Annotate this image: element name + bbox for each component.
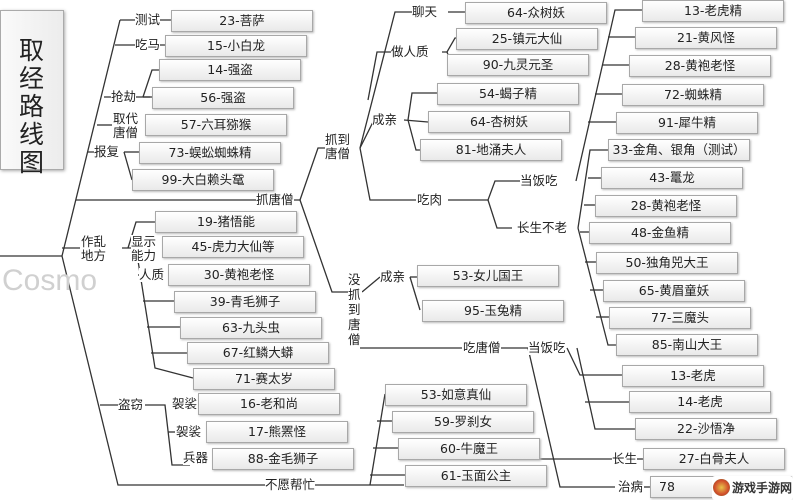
branch-label: 兵器 <box>183 450 209 465</box>
branch-label: 显示能力 <box>131 235 159 263</box>
node-box[interactable]: 73-蜈蚣蜘蛛精 <box>139 142 281 164</box>
branch-label: 吃肉 <box>417 192 443 207</box>
node-box[interactable]: 21-黄风怪 <box>635 27 777 49</box>
node-box[interactable]: 57-六耳猕猴 <box>145 114 287 136</box>
branch-label: 抓唐僧 <box>256 192 294 207</box>
node-box[interactable]: 45-虎力大仙等 <box>162 236 304 258</box>
branch-label: 长生 <box>612 451 638 466</box>
node-box[interactable]: 43-鼍龙 <box>601 167 743 189</box>
branch-label: 人质 <box>139 267 165 282</box>
node-box[interactable]: 48-金鱼精 <box>589 222 731 244</box>
node-box[interactable]: 99-大白赖头鼋 <box>132 169 274 191</box>
node-box[interactable]: 85-南山大王 <box>616 334 758 356</box>
watermark: Cosmo <box>2 264 98 297</box>
node-box[interactable]: 63-九头虫 <box>180 317 322 339</box>
branch-label: 袈裟 <box>172 396 198 411</box>
node-box[interactable]: 33-金角、银角（测试） <box>608 139 750 161</box>
logo-icon <box>713 479 730 496</box>
node-box[interactable]: 25-镇元大仙 <box>456 28 598 50</box>
logo-text: 游戏手游网 <box>732 481 793 495</box>
node-box[interactable]: 15-小白龙 <box>165 35 307 57</box>
branch-label: 盗窃 <box>118 397 144 412</box>
node-box[interactable]: 64-杏树妖 <box>428 111 570 133</box>
node-box[interactable]: 61-玉面公主 <box>405 465 547 487</box>
node-box[interactable]: 39-青毛狮子 <box>174 291 316 313</box>
branch-label: 报复 <box>94 144 120 159</box>
node-box[interactable]: 19-猪悟能 <box>155 211 297 233</box>
node-box[interactable]: 88-金毛狮子 <box>212 448 354 470</box>
branch-label: 成亲 <box>380 269 406 284</box>
node-box[interactable]: 54-蝎子精 <box>437 83 579 105</box>
site-logo: 游戏手游网 <box>712 476 793 500</box>
node-box[interactable]: 14-老虎 <box>629 391 771 413</box>
branch-label: 没抓到唐僧 <box>348 272 362 347</box>
node-box[interactable]: 65-黄眉童妖 <box>603 280 745 302</box>
branch-label: 成亲 <box>372 112 398 127</box>
node-box[interactable]: 17-熊罴怪 <box>206 421 348 443</box>
node-box[interactable]: 71-赛太岁 <box>193 368 335 390</box>
node-box[interactable]: 16-老和尚 <box>198 393 340 415</box>
node-box[interactable]: 13-老虎精 <box>642 0 784 22</box>
node-box[interactable]: 59-罗刹女 <box>392 411 534 433</box>
node-box[interactable]: 56-强盗 <box>152 87 294 109</box>
node-box[interactable]: 95-玉兔精 <box>422 300 564 322</box>
node-box[interactable]: 53-女儿国王 <box>417 265 559 287</box>
node-box[interactable]: 23-菩萨 <box>171 10 313 32</box>
branch-label: 聊天 <box>412 4 438 19</box>
node-box[interactable]: 91-犀牛精 <box>616 112 758 134</box>
node-box[interactable]: 90-九灵元圣 <box>447 54 589 76</box>
node-box[interactable]: 81-地涌夫人 <box>420 139 562 161</box>
node-box[interactable]: 50-独角兕大王 <box>596 252 738 274</box>
branch-label: 当饭吃 <box>520 173 558 188</box>
branch-label: 作乱地方 <box>81 235 109 263</box>
title-text: 取经路线图 <box>19 36 45 177</box>
node-box[interactable]: 72-蜘蛛精 <box>622 84 764 106</box>
branch-label: 吃马 <box>135 37 161 52</box>
branch-label: 袈裟 <box>176 424 202 439</box>
branch-label: 当饭吃 <box>528 340 566 355</box>
node-box[interactable]: 28-黄袍老怪 <box>629 55 771 77</box>
branch-label: 长生不老 <box>517 220 568 235</box>
node-box[interactable]: 53-如意真仙 <box>385 384 527 406</box>
branch-label: 抓到唐僧 <box>325 133 353 161</box>
node-box[interactable]: 14-强盗 <box>159 59 301 81</box>
branch-label: 测试 <box>135 12 161 27</box>
branch-label: 不愿帮忙 <box>265 477 316 492</box>
node-box-text: 78 <box>659 479 675 494</box>
node-box[interactable]: 60-牛魔王 <box>398 438 540 460</box>
branch-label: 抢劫 <box>111 89 137 104</box>
branch-label: 取代唐僧 <box>113 112 141 140</box>
node-box[interactable]: 77-三魔头 <box>609 307 751 329</box>
branch-label: 治病 <box>618 479 644 494</box>
node-box[interactable]: 64-众树妖 <box>465 2 607 24</box>
node-box[interactable]: 13-老虎 <box>622 365 764 387</box>
branch-label: 做人质 <box>391 44 429 59</box>
map-title: 取经路线图 <box>0 10 64 177</box>
branch-label: 吃唐僧 <box>463 340 501 355</box>
node-box[interactable]: 27-白骨夫人 <box>643 448 785 470</box>
node-box[interactable]: 30-黄袍老怪 <box>168 264 310 286</box>
node-box[interactable]: 22-沙悟净 <box>635 418 777 440</box>
node-box[interactable]: 28-黄袍老怪 <box>595 195 737 217</box>
node-box[interactable]: 67-红鳞大蟒 <box>187 342 329 364</box>
